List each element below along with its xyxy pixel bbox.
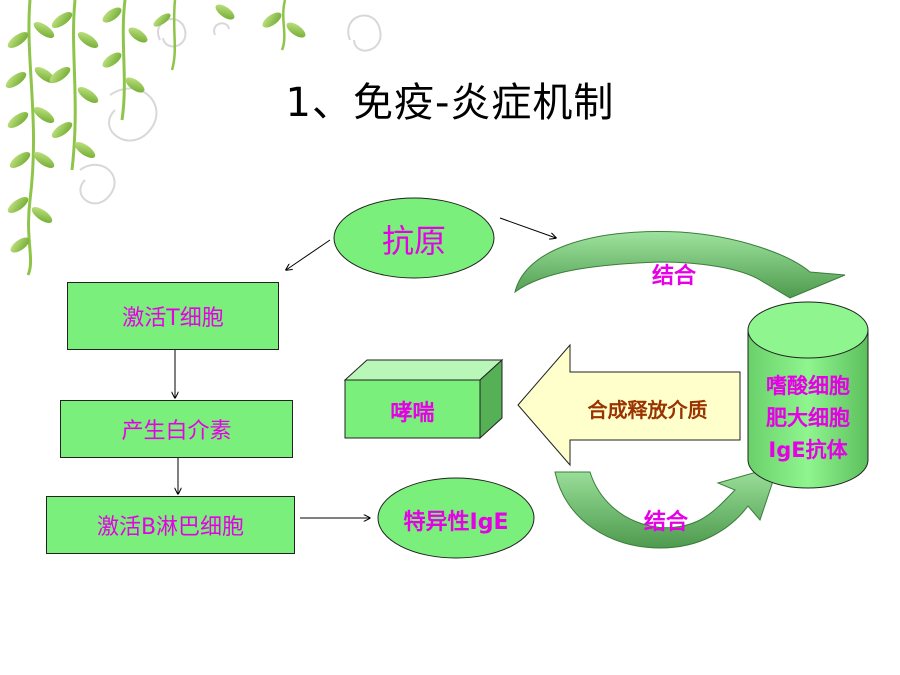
arrow-antigen-to-t — [286, 239, 331, 270]
ige-antibody-label: IgE抗体 — [768, 438, 848, 462]
cell-cylinder — [747, 301, 869, 489]
arrow-antigen-to-bind — [499, 217, 556, 238]
bind-label-bottom: 结合 — [644, 510, 689, 535]
activate-b-cell-box: 激活B淋巴细胞 — [46, 496, 295, 554]
bind-label-top: 结合 — [652, 264, 697, 289]
mediator-label: 合成释放介质 — [587, 398, 708, 422]
interleukin-box: 产生白介素 — [60, 400, 293, 458]
antigen-label: 抗原 — [381, 222, 446, 260]
specific-ige-ellipse — [377, 477, 535, 559]
curved-arrow-bottom — [554, 465, 779, 549]
eosinophil-label: 嗜酸细胞 — [766, 374, 850, 398]
antigen-ellipse — [333, 197, 495, 279]
page-title: 1、免疫-炎症机制 — [285, 80, 615, 126]
vine-decoration — [5, 0, 306, 276]
activate-t-cell-box: 激活T细胞 — [67, 282, 279, 350]
asthma-label: 哮喘 — [390, 401, 435, 426]
curved-arrow-top — [514, 231, 846, 299]
mast-cell-label: 肥大细胞 — [766, 406, 850, 430]
cell-list: 嗜酸细胞 肥大细胞 IgE抗体 — [748, 370, 868, 466]
asthma-3d-box — [343, 358, 504, 440]
mediator-arrow-shape — [517, 343, 741, 467]
specific-ige-label: 特异性IgE — [403, 510, 509, 535]
